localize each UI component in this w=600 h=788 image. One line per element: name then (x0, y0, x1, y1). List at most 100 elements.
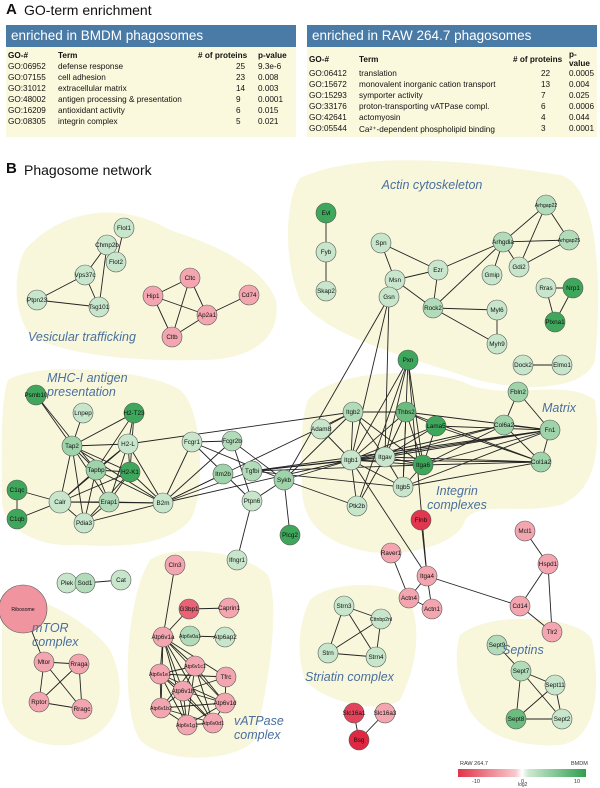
node-myl6: Myl6 (486, 299, 508, 321)
legend-title: RAW 264.7 (460, 761, 488, 767)
node-circle (172, 680, 194, 702)
node-itm2b: Itm2b (212, 463, 234, 485)
cell: GO:15293 (309, 91, 347, 100)
node-label: Plcg2 (282, 532, 298, 539)
cell: symporter activity (359, 91, 423, 100)
node-pdia3: Pdia3 (73, 512, 95, 534)
cluster-label: Matrix (542, 401, 577, 415)
node-circle (562, 277, 584, 299)
cell: proton-transporting vATPase compl. (359, 102, 490, 111)
node-ptpn23: Ptpn23 (26, 289, 48, 311)
node-lama5: Lama5 (425, 415, 447, 437)
node-circle (544, 311, 566, 333)
node-label: Atp6v1g1 (176, 723, 198, 729)
node-label: Atp6v1h (171, 688, 195, 695)
node-circle (535, 194, 557, 216)
node-circle (214, 626, 236, 648)
node-circle (315, 202, 337, 224)
node-h2-k1: H2-K1 (119, 461, 141, 483)
node-fyb: Fyb (315, 241, 337, 263)
node-circle (164, 554, 186, 576)
cell: cell adhesion (58, 73, 106, 82)
node-label: Lnpep (74, 410, 92, 417)
node-circle (380, 542, 402, 564)
node-circle (317, 642, 339, 664)
node-label: Slc16a3 (374, 710, 397, 717)
node-fbln2: Fbln2 (507, 381, 529, 403)
network-edge (520, 670, 563, 720)
node-circle (241, 460, 263, 482)
network-edge (422, 424, 505, 466)
node-circle (161, 326, 183, 348)
network-edge (350, 411, 407, 461)
node-circle (26, 289, 48, 311)
node-circle (558, 229, 580, 251)
cell: 0.0005 (569, 69, 595, 78)
node-label: C1qb (9, 516, 25, 523)
node-label: Ezr (433, 267, 442, 274)
network-edge (127, 443, 164, 504)
cell: 13 (541, 80, 551, 89)
node-circle (530, 451, 552, 473)
panel-a-letter: A (6, 1, 17, 18)
node-label: Col6a2 (494, 422, 514, 429)
node-itgb1: Itgb1 (340, 449, 362, 471)
node-circle (74, 572, 96, 594)
node-circle (73, 512, 95, 534)
node-sept11: Sept11 (544, 674, 566, 696)
node-circle (481, 264, 503, 286)
node-circle (196, 304, 218, 326)
node-circle (214, 692, 236, 714)
node-circle (486, 634, 508, 656)
node-circle (181, 431, 203, 453)
node-circle (486, 333, 508, 355)
node-circle (505, 708, 527, 730)
node-tfrc: Tfrc (215, 666, 237, 688)
cluster-blob (299, 585, 417, 707)
node-label: Hip1 (147, 293, 160, 300)
node-label: Strn (322, 650, 334, 657)
node-label: Fbln2 (510, 389, 526, 396)
node-label: Ptk2b (349, 503, 366, 510)
node-rras: Rras (535, 277, 557, 299)
node-hip1: Hip1 (142, 285, 164, 307)
node-label: G3bp1 (180, 606, 199, 613)
node-b2m: B2m (152, 492, 174, 514)
network-edge (352, 411, 424, 466)
node-label: Itga4 (420, 573, 435, 580)
node-sykb: Sykb (273, 469, 295, 491)
cell: 9.3e-6 (258, 62, 282, 71)
node-circle (422, 297, 444, 319)
cluster-label: Vesicular trafficking (28, 330, 136, 344)
node-lnpep: Lnpep (72, 402, 94, 424)
node-slc16a3: Slc16a3 (374, 702, 397, 724)
node-circle (370, 232, 392, 254)
cluster-label: Septins (502, 643, 544, 657)
network-edge (435, 425, 542, 463)
node-label: Pxn (403, 357, 414, 364)
node-strn: Strn (317, 642, 339, 664)
node-vps37c: Vps37c (74, 264, 96, 286)
node-rock2: Rock2 (422, 297, 444, 319)
node-label: Tfrc (221, 674, 232, 681)
node-circle (0, 584, 48, 634)
node-circle (544, 674, 566, 696)
node-circle (48, 490, 72, 514)
network-edge (95, 412, 135, 471)
node-label: Cln3 (169, 562, 182, 569)
node-itga4: Itga4 (416, 565, 438, 587)
node-label: Flot1 (117, 225, 131, 232)
cell: 5 (236, 117, 241, 126)
node-circle (395, 401, 417, 423)
cell: 0.021 (258, 117, 279, 126)
node-nrp1: Nrp1 (562, 277, 584, 299)
node-c1qb: C1qb (6, 508, 28, 530)
node-circle (315, 280, 337, 302)
node-gsn: Gsn (378, 286, 400, 308)
node-label: Arhgdia (492, 239, 514, 246)
node-flot2: Flot2 (105, 251, 127, 273)
network-edge (162, 440, 233, 504)
